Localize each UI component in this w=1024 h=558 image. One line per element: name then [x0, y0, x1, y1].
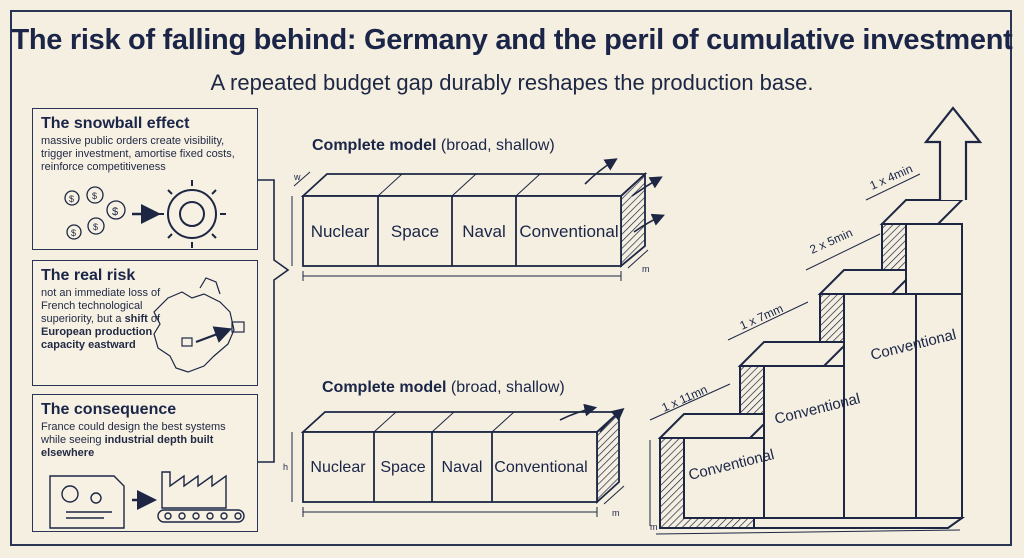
top-model-arrows — [584, 158, 665, 233]
top-segment-nuclear: Nuclear — [311, 222, 370, 241]
top-model-label: Complete model (broad, shallow) — [312, 137, 555, 154]
top-dimension-lines — [291, 171, 649, 281]
top-dim-w: w — [293, 172, 301, 182]
risk-text: not an immediate loss of French technolo… — [41, 287, 161, 351]
svg-text:$: $ — [92, 191, 97, 201]
staircase-dim-m: m — [650, 522, 658, 532]
panel-risk: The real risk not an immediate loss of F… — [32, 260, 258, 386]
factory-icon — [157, 471, 245, 523]
svg-text:$: $ — [93, 222, 98, 232]
blueprint-document-icon — [49, 475, 125, 529]
bottom-model-arrows — [559, 403, 625, 433]
gear-icon — [158, 180, 226, 248]
bottom-model-box — [300, 409, 622, 505]
blueprint-frame — [10, 10, 1012, 546]
step2-dim: 1 x 7mm — [738, 301, 786, 333]
consequence-text: France could design the best systems whi… — [41, 421, 226, 459]
top-segment-space: Space — [391, 222, 439, 241]
snowball-heading: The snowball effect — [41, 115, 190, 132]
step1-dim: 1 x 11mn — [660, 382, 710, 415]
svg-text:$: $ — [71, 228, 76, 238]
bottom-dimension-lines — [291, 432, 625, 517]
bottom-dim-h: h — [283, 462, 288, 472]
bottom-segment-space: Space — [380, 459, 425, 476]
staircase — [657, 199, 966, 529]
top-dim-m: m — [642, 264, 650, 274]
panels-bracket — [258, 179, 290, 463]
risk-heading: The real risk — [41, 267, 136, 284]
step3-dim: 2 x 5min — [808, 226, 855, 257]
top-segment-conventional: Conventional — [519, 222, 618, 241]
snowball-text: massive public orders create visibility,… — [41, 135, 235, 173]
money-bags-icon: $ $ $ $ $ — [64, 186, 126, 240]
up-arrow-icon — [923, 106, 983, 200]
bottom-model-label: Complete model (broad, shallow) — [322, 379, 565, 396]
svg-text:$: $ — [112, 206, 118, 218]
page-title: The risk of falling behind: Germany and … — [11, 24, 1013, 56]
panel-snowball: The snowball effect massive public order… — [32, 108, 258, 250]
bottom-segment-naval: Naval — [442, 459, 483, 476]
page-subtitle: A repeated budget gap durably reshapes t… — [210, 70, 814, 95]
bottom-dim-m: m — [612, 508, 620, 518]
bottom-segment-conventional: Conventional — [494, 459, 587, 476]
bottom-segment-nuclear: Nuclear — [310, 459, 366, 476]
top-segment-naval: Naval — [462, 222, 505, 241]
svg-text:$: $ — [69, 194, 74, 204]
staircase-dimension-lines — [649, 173, 961, 535]
europe-map-icon — [153, 277, 245, 373]
consequence-heading: The consequence — [41, 401, 177, 418]
top-model-box — [300, 171, 648, 268]
